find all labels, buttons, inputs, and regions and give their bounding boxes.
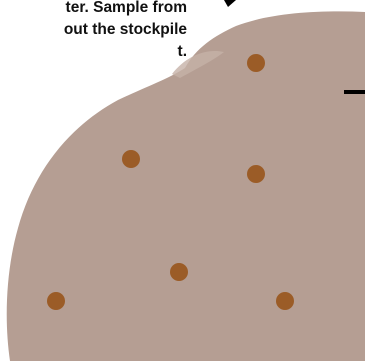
sample-point (276, 292, 294, 310)
instruction-caption: ter. Sample from out the stockpile t. (0, 0, 187, 63)
caption-line-1: ter. Sample from (0, 0, 187, 19)
sample-point (170, 263, 188, 281)
arrow-icon (224, 0, 236, 7)
sample-point (247, 165, 265, 183)
caption-line-3: t. (0, 41, 187, 63)
marker-line (344, 90, 365, 94)
caption-line-2: out the stockpile (0, 19, 187, 41)
sample-point (247, 54, 265, 72)
sample-point (122, 150, 140, 168)
sample-point (47, 292, 65, 310)
